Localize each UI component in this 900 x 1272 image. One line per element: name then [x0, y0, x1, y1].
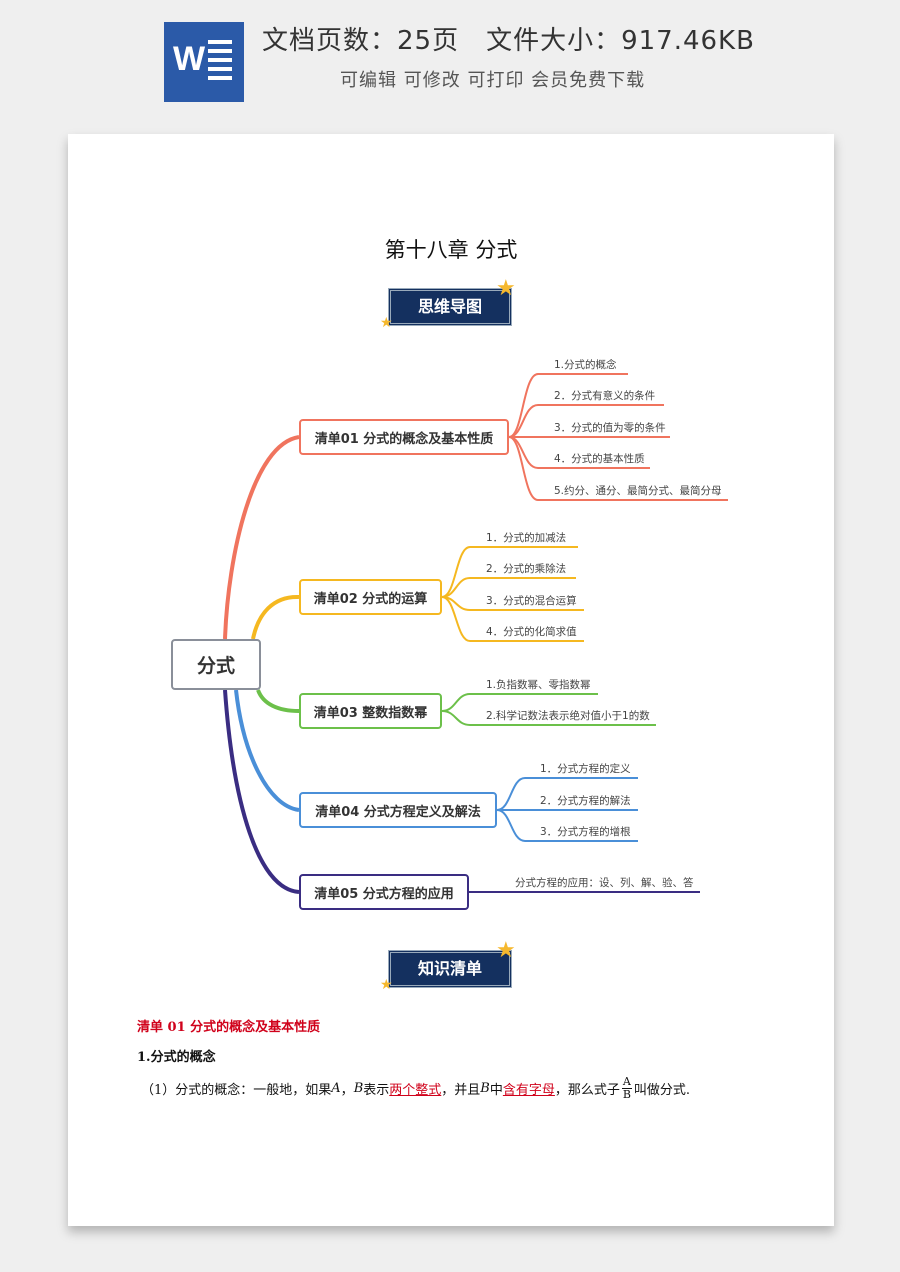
- mindmap-leaf: 2．分式的乘除法: [486, 563, 567, 575]
- mindmap-badge: 思维导图: [388, 288, 512, 326]
- fraction-denominator: B: [622, 1088, 631, 1101]
- section-heading: 清单 01 分式的概念及基本性质: [137, 1020, 321, 1035]
- mindmap-leaf: 4．分式的基本性质: [554, 453, 645, 465]
- mindmap-leaf: 分式方程的应用：设、列、解、验、答: [515, 877, 694, 889]
- para-text2: ，并且: [441, 1083, 481, 1098]
- knowledge-badge: 知识清单: [388, 950, 512, 988]
- file-info-title: 文档页数：25页 文件大小：917.46KB: [262, 26, 755, 56]
- word-icon-letter: W: [173, 40, 206, 78]
- mindmap-leaf: 2．分式方程的解法: [540, 795, 631, 807]
- para-text4: ，那么式子: [554, 1083, 620, 1098]
- mindmap-branch-2: 清单02 分式的运算: [299, 579, 442, 615]
- highlight-contains-letter: 含有字母: [502, 1083, 555, 1098]
- star-icon: ★: [496, 938, 516, 963]
- var-b2: B: [480, 1081, 490, 1096]
- word-icon-lines: [208, 40, 232, 85]
- star-icon: ★: [380, 977, 393, 993]
- para-suffix: 叫做分式.: [633, 1083, 690, 1098]
- mindmap-leaf: 3．分式的值为零的条件: [554, 422, 666, 434]
- mindmap-leaf: 3．分式方程的增根: [540, 826, 631, 838]
- word-document-icon: W: [164, 22, 244, 102]
- file-info-subtitle: 可编辑 可修改 可打印 会员免费下载: [340, 70, 646, 91]
- chapter-title: 第十八章 分式: [384, 238, 518, 262]
- mindmap-leaf: 2．分式有意义的条件: [554, 390, 656, 402]
- mindmap-leaf: 4．分式的化简求值: [486, 626, 577, 638]
- mindmap-connectors: [223, 373, 728, 894]
- document-page: 第十八章 分式 思维导图 ★ ★: [68, 134, 834, 1226]
- mindmap-leaf: 1.分式的概念: [554, 359, 617, 371]
- highlight-two-integers: 两个整式: [389, 1083, 442, 1098]
- star-icon: ★: [496, 276, 516, 301]
- mindmap-leaf: 3．分式的混合运算: [486, 595, 577, 607]
- file-info-banner: W 文档页数：25页 文件大小：917.46KB 可编辑 可修改 可打印 会员免…: [0, 0, 900, 120]
- mindmap-leaf: 5.约分、通分、最简分式、最简分母: [554, 485, 722, 497]
- var-b: B: [353, 1081, 364, 1096]
- definition-paragraph: （1）分式的概念：一般地，如果 A，B 表示两个整式，并且 B 中含有字母，那么…: [141, 1076, 690, 1101]
- para-text1: 表示: [363, 1083, 390, 1098]
- mindmap-branch-1: 清单01 分式的概念及基本性质: [299, 419, 509, 455]
- fraction-numerator: A: [621, 1075, 632, 1089]
- mindmap-leaf: 1．分式方程的定义: [540, 763, 631, 775]
- para-comma: ，: [340, 1083, 354, 1098]
- mindmap-leaf: 1.负指数幂、零指数幂: [486, 679, 591, 691]
- mindmap-leaf: 2.科学记数法表示绝对值小于1的数: [486, 710, 650, 722]
- sub-heading: 1.分式的概念: [137, 1050, 216, 1065]
- var-a: A: [331, 1081, 341, 1096]
- mindmap-branch-5: 清单05 分式方程的应用: [299, 874, 469, 910]
- para-prefix: （1）分式的概念：一般地，如果: [141, 1083, 332, 1098]
- para-text3: 中: [489, 1083, 503, 1098]
- mindmap-branch-4: 清单04 分式方程定义及解法: [299, 792, 497, 828]
- mindmap-root: 分式: [171, 639, 261, 690]
- mindmap-branch-3: 清单03 整数指数幂: [299, 693, 442, 729]
- mindmap-leaf: 1．分式的加减法: [486, 532, 567, 544]
- star-icon: ★: [380, 315, 393, 331]
